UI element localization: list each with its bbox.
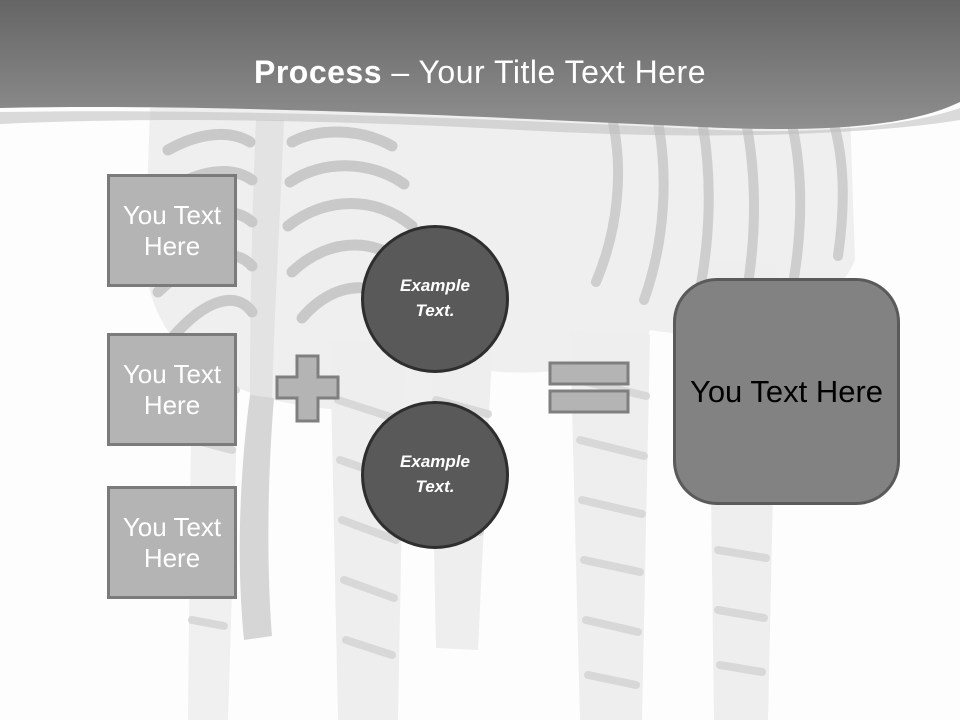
slide-title-rest: – Your Title Text Here [382,54,706,90]
step-box-2[interactable]: You Text Here [107,333,237,446]
banner-wave-shape [0,0,960,136]
step-box-1[interactable]: You Text Here [107,174,237,287]
step-box-3-label: You Text Here [122,511,222,573]
result-box-label: You Text Here [689,373,884,409]
slide-title[interactable]: Process – Your Title Text Here [0,54,960,91]
step-box-2-label: You Text Here [122,358,222,420]
equals-icon[interactable] [547,360,631,416]
example-circle-1[interactable]: Example Text. [361,225,509,373]
example-circle-1-line2: Text. [415,301,455,320]
slide-title-bold: Process [253,54,383,90]
example-circle-2-line2: Text. [415,477,455,496]
step-box-3[interactable]: You Text Here [107,486,237,599]
example-circle-2[interactable]: Example Text. [361,401,509,549]
plus-icon[interactable] [274,353,342,425]
step-box-1-label: You Text Here [122,199,222,261]
result-box[interactable]: You Text Here [673,278,900,505]
example-circle-2-line1: Example [400,452,470,472]
example-circle-1-line1: Example [400,276,470,296]
